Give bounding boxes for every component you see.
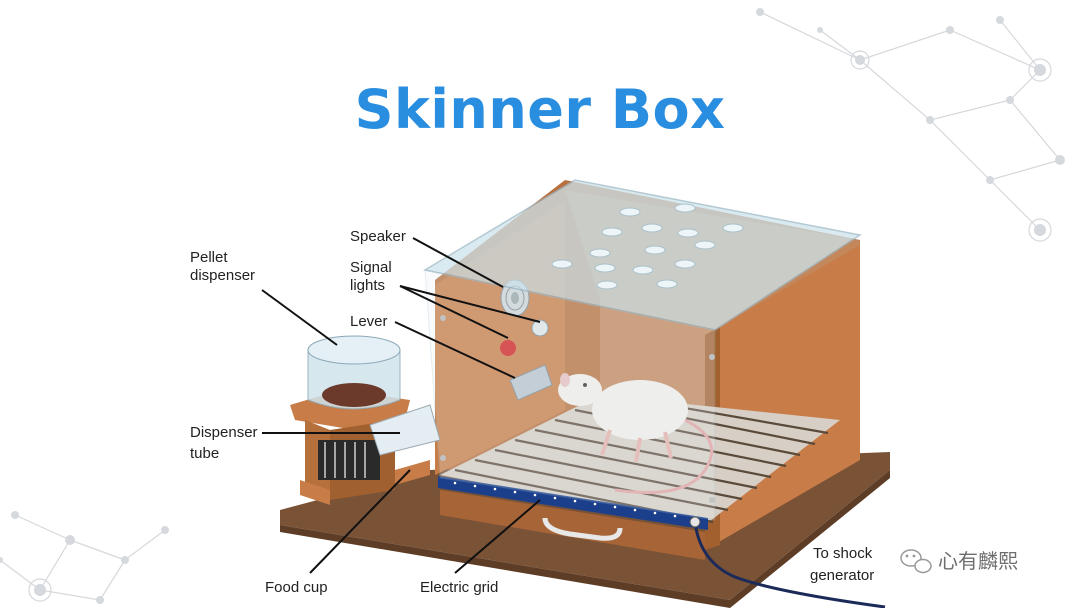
lever (509, 364, 553, 401)
dispenser-tube (369, 404, 441, 456)
signal-light-white (531, 319, 549, 337)
signal-light-red (500, 340, 516, 356)
drawer (440, 490, 705, 560)
label-pellet-dispenser-1: Pellet (190, 249, 228, 266)
label-to-shock-1: To shock (813, 545, 873, 562)
shock-wire (693, 521, 886, 608)
base-board-edge (280, 470, 890, 608)
electric-grid-bar (438, 476, 708, 530)
slide-title: Skinner Box (354, 78, 726, 141)
label-dispenser-tube-2: tube (190, 445, 219, 462)
label-electric-grid: Electric grid (420, 579, 498, 596)
pellet-dispenser (290, 335, 441, 505)
wechat-icon (900, 549, 932, 574)
label-signal-lights-1: Signal (350, 259, 392, 276)
label-to-shock-2: generator (810, 567, 874, 584)
rat (558, 373, 714, 494)
watermark: 心有麟熙 (900, 549, 1018, 574)
drawer-handle (542, 517, 623, 541)
label-lever: Lever (350, 313, 388, 330)
label-food-cup: Food cup (265, 579, 328, 596)
label-signal-lights-2: lights (350, 277, 385, 294)
glass-lid (422, 179, 862, 331)
watermark-text: 心有麟熙 (938, 549, 1018, 573)
label-speaker: Speaker (350, 228, 406, 245)
label-dispenser-tube-1: Dispenser (190, 424, 258, 441)
label-pellet-dispenser-2: dispenser (190, 267, 255, 284)
